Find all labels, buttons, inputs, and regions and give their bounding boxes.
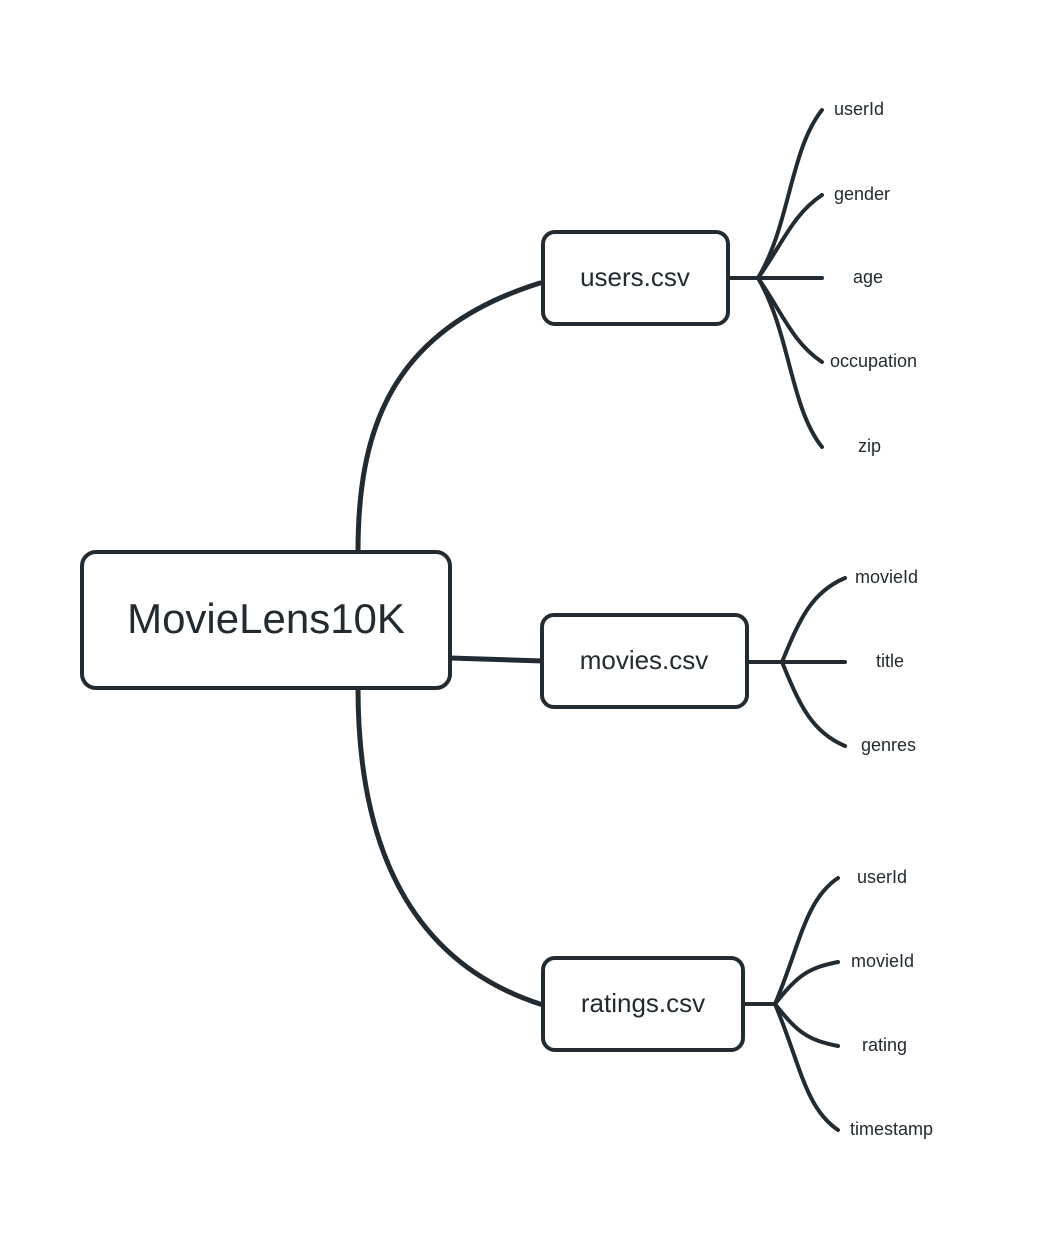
leaf-ratings-rating: rating (862, 1035, 907, 1055)
branch-node-ratings-box (541, 956, 745, 1052)
branch-ratings: ratings.csv userId movieId rating timest… (541, 867, 933, 1139)
leaf-movies-title: title (876, 651, 904, 671)
edge-ratings-to-timestamp (773, 1002, 840, 1132)
leaf-movies-genres: genres (861, 735, 916, 755)
edge-root-to-users (355, 280, 543, 555)
leaf-ratings-movieid: movieId (851, 951, 914, 971)
leaf-users-userid: userId (834, 99, 884, 119)
edge-users-to-gender (756, 193, 824, 280)
branch-node-users[interactable]: users.csv (541, 230, 730, 326)
edge-ratings-to-rating (773, 1002, 840, 1048)
branch-users: users.csv userId gender age occupation z… (541, 99, 917, 456)
edge-users-to-occupation (756, 276, 824, 364)
edge-movies-to-movieid (780, 576, 847, 664)
branch-movies: movies.csv movieId title genres (540, 567, 918, 755)
leaf-users-occupation: occupation (830, 351, 917, 371)
branch-node-movies[interactable]: movies.csv (540, 613, 749, 709)
branch-node-movies-label: movies.csv (580, 645, 709, 675)
branch-node-ratings[interactable]: ratings.csv (541, 956, 745, 1052)
edge-movies-to-genres (780, 660, 847, 748)
branch-node-users-label: users.csv (580, 262, 690, 292)
edge-root-to-movies (447, 655, 546, 664)
edge-users-to-userid (756, 108, 824, 280)
leaf-ratings-timestamp: timestamp (850, 1119, 933, 1139)
edge-users-to-zip (756, 276, 824, 449)
leaf-users-zip: zip (858, 436, 881, 456)
leaf-ratings-userid: userId (857, 867, 907, 887)
leaf-users-age: age (853, 267, 883, 287)
leaf-users-gender: gender (834, 184, 890, 204)
root-node-label: MovieLens10K (127, 595, 405, 642)
edge-ratings-to-movieid (773, 960, 840, 1006)
edge-ratings-to-userid (773, 876, 840, 1006)
branch-node-users-box (541, 230, 730, 326)
root-node[interactable]: MovieLens10K (80, 550, 452, 690)
leaf-movies-movieid: movieId (855, 567, 918, 587)
root-node-box (80, 550, 452, 690)
branch-node-movies-box (540, 613, 749, 709)
edge-root-to-ratings (355, 685, 546, 1008)
branch-node-ratings-label: ratings.csv (581, 988, 705, 1018)
